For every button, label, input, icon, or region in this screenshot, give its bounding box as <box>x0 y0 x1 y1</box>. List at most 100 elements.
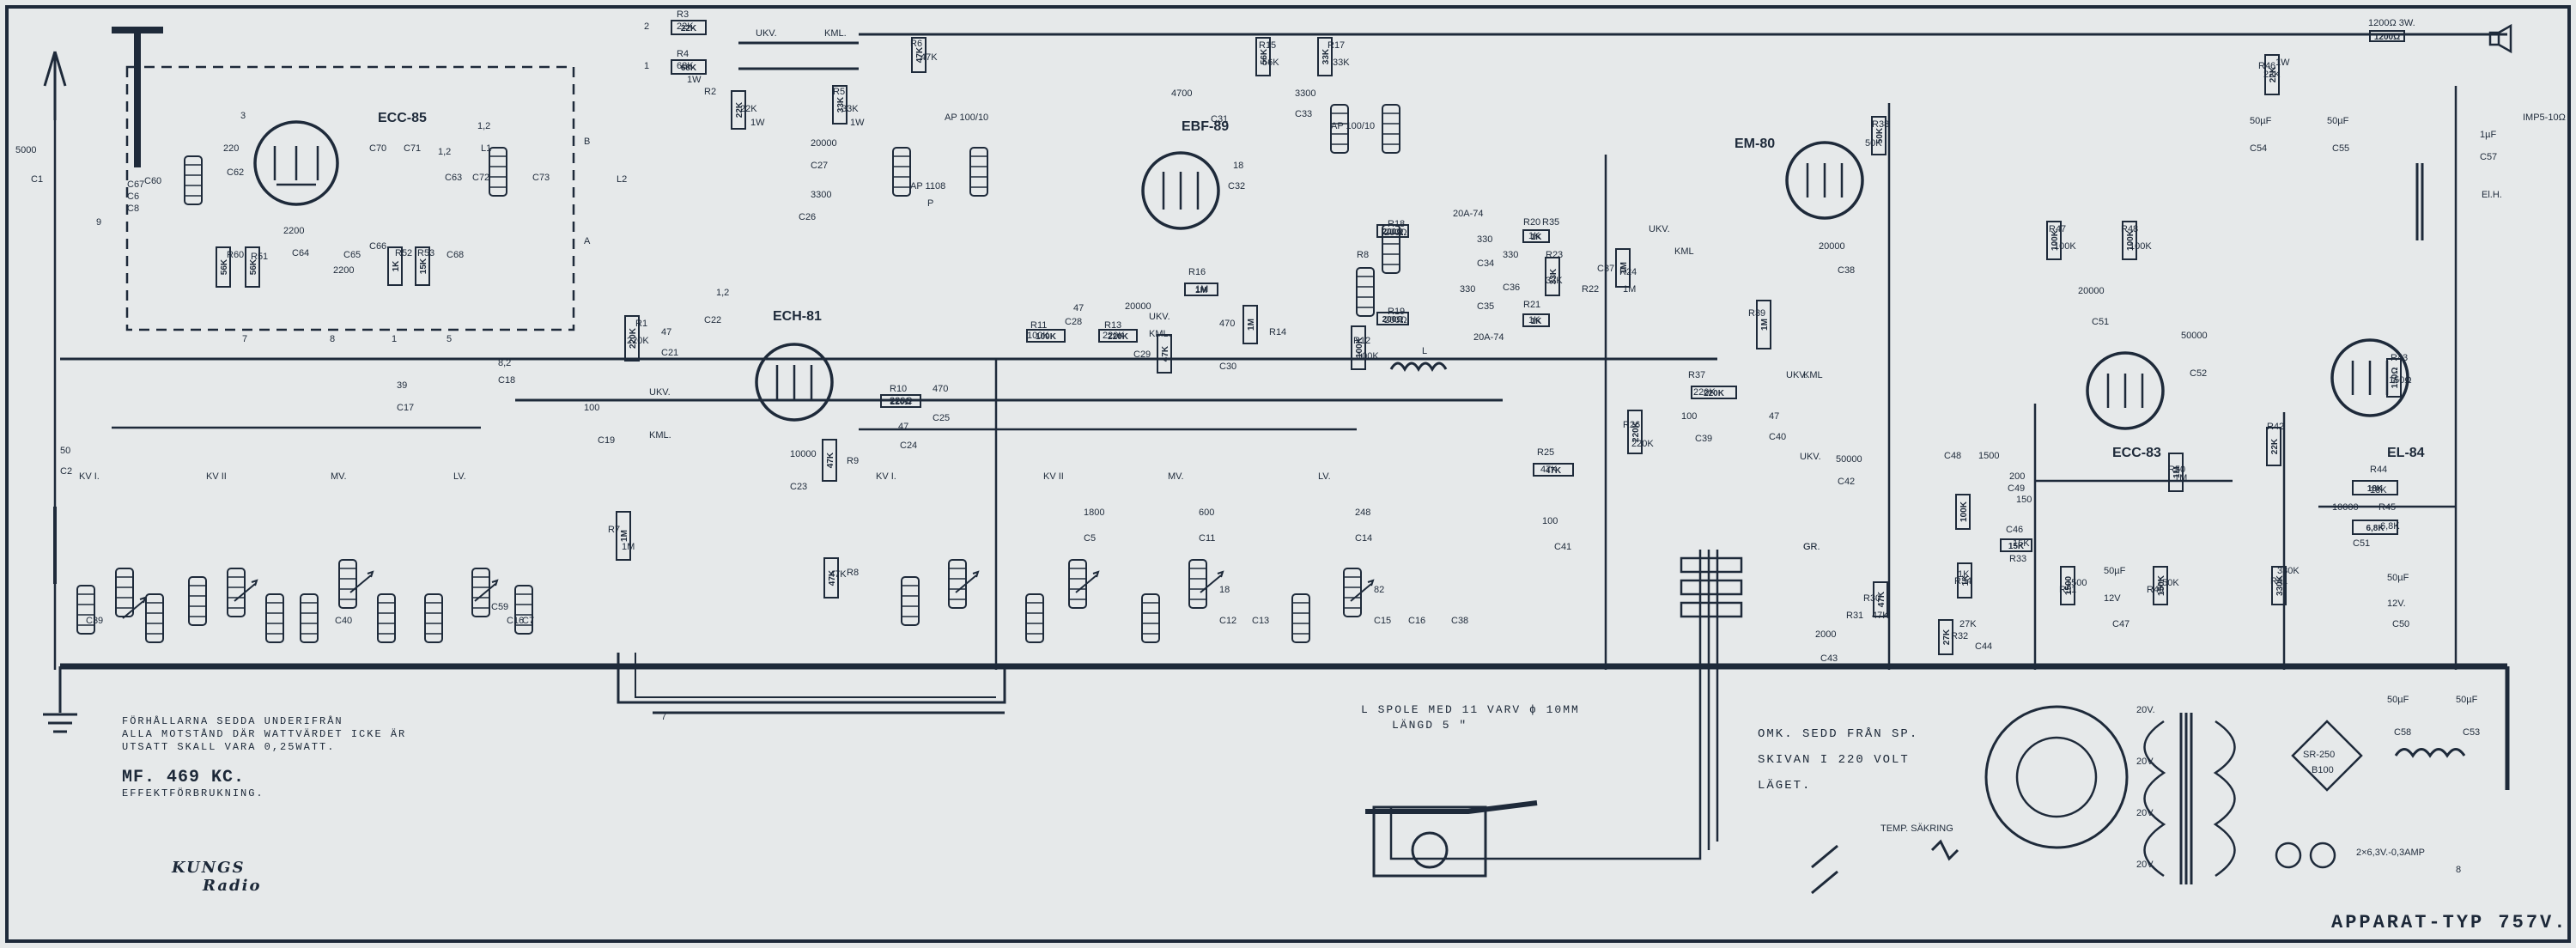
resistor-value: 1K <box>1531 233 1543 242</box>
component-label: C32 <box>1228 181 1245 191</box>
component-label: C54 <box>2250 143 2267 154</box>
component-label: 12V <box>2104 593 2121 604</box>
component-label: R3 <box>677 9 689 20</box>
component-label: C31 <box>1211 114 1228 125</box>
component-label: R32 <box>1951 631 1968 641</box>
component-label: KML. <box>824 28 847 39</box>
component-label: C68 <box>447 250 464 260</box>
component-label: C70 <box>369 143 386 154</box>
component-label: C50 <box>2392 619 2409 629</box>
component-label: 47 <box>1769 411 1779 422</box>
resistor-box <box>1615 248 1631 288</box>
component-label: 220Ω <box>890 396 913 406</box>
coil-note-line-2: LÄNGD 5 " <box>1392 719 1468 732</box>
component-label: GR. <box>1803 542 1820 552</box>
component-label: C37 <box>1597 264 1614 274</box>
resistor-box <box>616 511 631 561</box>
component-label: KV II <box>206 471 227 482</box>
resistor-value: 15K <box>2008 542 2025 551</box>
component-label: R16 <box>1188 267 1206 277</box>
component-label: 5000 <box>15 145 36 155</box>
component-label: C38 <box>1451 616 1468 626</box>
component-label: C38 <box>1838 265 1855 276</box>
component-label: C18 <box>498 375 515 386</box>
component-label: C55 <box>2332 143 2349 154</box>
component-label: R51 <box>2059 585 2076 595</box>
resistor-value: 220K <box>1631 421 1641 442</box>
component-label: 1K <box>1528 231 1540 241</box>
component-label: R25 <box>1537 447 1554 458</box>
band-coils <box>76 104 1400 643</box>
component-label: R22 <box>1582 284 1599 295</box>
component-label: C28 <box>1065 317 1082 327</box>
component-label: 3300 <box>811 190 831 200</box>
component-label: 1µF <box>2480 130 2496 140</box>
resistor-value: 100K <box>2126 229 2136 251</box>
component-label: 220K <box>1103 331 1125 341</box>
resistor-box <box>1691 386 1737 399</box>
component-label: R30 <box>1863 593 1880 604</box>
component-label: R7 <box>608 525 620 535</box>
resistor-value: 1M <box>1195 286 1207 295</box>
resistor-value: 220K <box>1108 332 1129 342</box>
component-label: 2000 <box>1815 629 1836 640</box>
component-label: 12V. <box>2387 599 2406 609</box>
component-label: 47K <box>1540 465 1558 475</box>
component-label: R53 <box>417 248 434 258</box>
component-label: L <box>1422 346 1427 356</box>
component-label: R15 <box>1259 40 1276 51</box>
component-label: C30 <box>1219 362 1236 372</box>
component-label: C12 <box>1219 616 1236 626</box>
component-label: L1 <box>481 143 491 154</box>
component-label: 1W <box>750 118 765 128</box>
component-label: 200Ω <box>1384 228 1407 238</box>
component-label: R8 <box>847 568 859 578</box>
resistor-value: 22K <box>681 24 697 33</box>
component-label: C40 <box>335 616 352 626</box>
component-label: MV. <box>331 471 347 482</box>
resistor-value: 220K <box>1704 389 1725 398</box>
resistor-value: 33K <box>1549 268 1558 284</box>
component-label: R23 <box>1546 250 1563 260</box>
resistor-box <box>415 246 430 286</box>
component-label: R48 <box>2121 224 2138 234</box>
component-label: 100K <box>1357 351 1379 362</box>
component-label: C21 <box>661 348 678 358</box>
resistor-value: 56K <box>220 258 229 275</box>
component-label: El.H. <box>2482 190 2502 200</box>
component-label: EBF-89 <box>1182 119 1229 134</box>
resistor-value: 47K <box>1161 345 1170 362</box>
component-label: 8 <box>2456 865 2461 875</box>
component-label: 220K <box>1693 387 1716 398</box>
component-label: 50µF <box>2387 573 2409 583</box>
component-label: AP 100/10 <box>1331 121 1375 131</box>
component-label: KV II <box>1043 471 1064 482</box>
component-label: C17 <box>397 403 414 413</box>
component-label: 1M <box>2174 473 2187 483</box>
apparat-type: APPARAT-TYP 757V. <box>2331 912 2568 933</box>
component-label: 220 <box>223 143 239 154</box>
component-label: 4700 <box>1171 88 1192 99</box>
resistor-value: 100K <box>1036 332 1057 342</box>
resistor-box <box>1184 283 1218 296</box>
component-label: R12 <box>1353 336 1370 346</box>
resistor-value: 220Ω <box>890 398 912 407</box>
component-label: UKV. <box>756 28 777 39</box>
component-label: C19 <box>598 435 615 446</box>
component-label: 8,2 <box>498 358 511 368</box>
component-label: 2×6,3V.-0,3AMP <box>2356 848 2425 858</box>
resistor-box <box>832 85 848 125</box>
resistor-box <box>731 90 746 130</box>
component-label: 50µF <box>2327 116 2349 126</box>
component-label: P <box>927 198 933 209</box>
resistor-box <box>216 246 231 288</box>
brand-name: KUNGS <box>172 859 246 877</box>
component-label: 1 <box>392 334 397 344</box>
component-label: R34 <box>1954 576 1971 586</box>
component-label: 3300 <box>1295 88 1315 99</box>
pilot-lamp-icon <box>2275 842 2336 869</box>
resistor-box <box>1533 463 1574 477</box>
component-label: C63 <box>445 173 462 183</box>
component-label: 1800 <box>1084 507 1104 518</box>
